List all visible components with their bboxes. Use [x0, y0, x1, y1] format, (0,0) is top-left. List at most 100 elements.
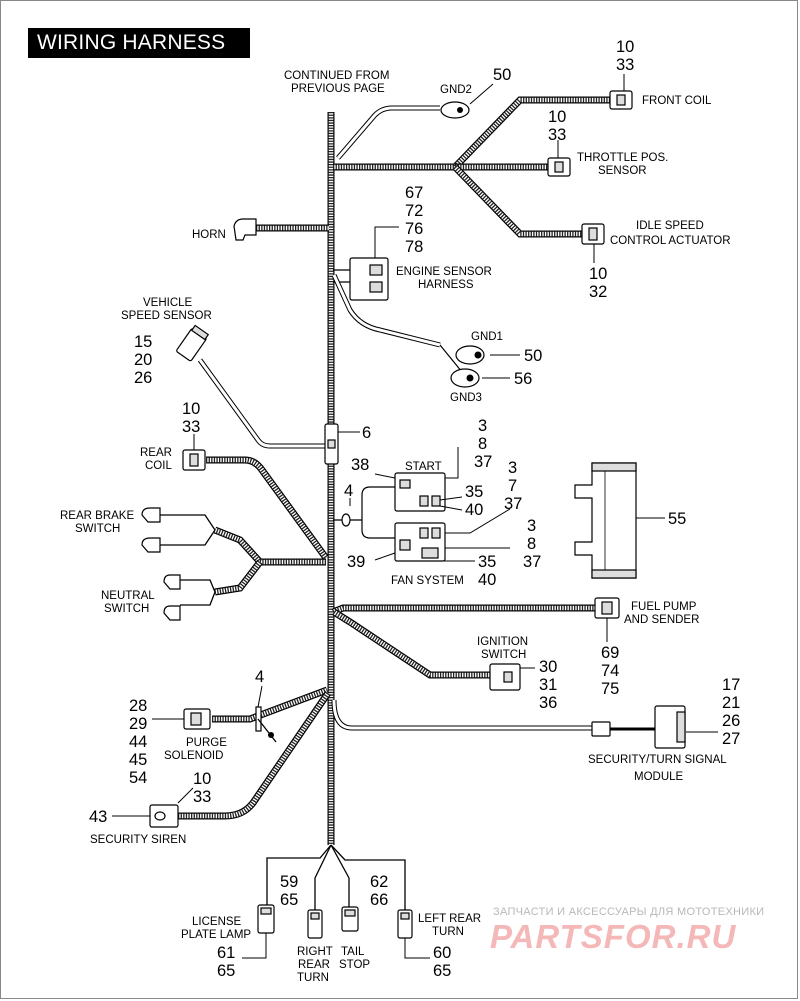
start-ref-3: 37 — [474, 453, 492, 471]
security-module-ref-1: 17 — [722, 676, 740, 694]
rear-coil-label-2: COIL — [145, 460, 172, 472]
license-label-2: PLATE LAMP — [181, 929, 251, 941]
clip-ref: 4 — [344, 482, 353, 500]
rear-brake-label-1: REAR BRAKE — [60, 510, 134, 522]
siren-left-ref: 43 — [89, 808, 107, 826]
idle-ref-2: 32 — [589, 283, 607, 301]
engine-sensor-ref-2: 72 — [405, 202, 423, 220]
security-module-label-1: SECURITY/TURN SIGNAL — [588, 754, 727, 766]
fan-40-ref: 40 — [478, 571, 496, 589]
left-rear-label-2: TURN — [432, 926, 464, 938]
vss-branch — [176, 324, 326, 449]
front-coil-ref-1: 10 — [616, 38, 634, 56]
throttle-label-2: SENSOR — [598, 165, 647, 177]
front-coil-label: FRONT COIL — [642, 95, 712, 107]
start-label: START — [405, 461, 442, 473]
idle-label-1: IDLE SPEED — [636, 220, 704, 232]
watermark-logo: PARTSFOR.RU — [490, 918, 737, 955]
security-module-label-2: MODULE — [634, 771, 684, 783]
ignition-ref-1: 30 — [539, 658, 557, 676]
right-rear-label-1: RIGHT — [297, 946, 333, 958]
security-module-ref-4: 27 — [722, 730, 740, 748]
fuel-pump-label-1: FUEL PUMP — [631, 601, 697, 613]
gnd1-label: GND1 — [471, 331, 503, 343]
gnd1-terminal — [455, 345, 485, 365]
fan-ref-3: 37 — [523, 553, 541, 571]
start-relay-ref: 38 — [351, 456, 369, 474]
neutral-label-1: NEUTRAL — [101, 590, 155, 602]
ignition-label-1: IGNITION — [477, 636, 528, 648]
ignition-label-2: SWITCH — [481, 649, 526, 661]
gnd3-label: GND3 — [450, 392, 482, 404]
clip2-ref: 4 — [255, 668, 264, 686]
neutral-switch-2 — [163, 605, 181, 621]
module-55-ref: 55 — [668, 510, 686, 528]
ignition-branch — [332, 609, 535, 691]
top-branch-harness — [333, 96, 610, 238]
engine-sensor-ref-3: 76 — [405, 220, 423, 238]
relay-mid-ref-2: 7 — [508, 477, 517, 495]
gnd2-ref: 50 — [493, 66, 511, 84]
tail-ref-1: 62 — [370, 873, 388, 891]
rear-coil-branch — [182, 434, 329, 561]
relay-40-ref: 40 — [465, 501, 483, 519]
fan-39-ref: 39 — [347, 553, 365, 571]
fan-35-ref: 35 — [478, 553, 496, 571]
engine-sensor-label-1: ENGINE SENSOR — [396, 266, 492, 278]
right-rear-ref-2: 65 — [280, 891, 298, 909]
idle-ref-1: 10 — [589, 265, 607, 283]
relay-mid-ref-1: 3 — [508, 459, 517, 477]
fan-ref-1: 3 — [527, 517, 536, 535]
license-label-1: LICENSE — [192, 916, 242, 928]
rear-brake-switch-2 — [141, 537, 161, 553]
engine-sensor-ref-1: 67 — [405, 184, 423, 202]
idle-speed-connector — [581, 223, 605, 263]
clip-marker — [341, 513, 351, 527]
continued-label-2: PREVIOUS PAGE — [291, 83, 385, 95]
front-coil-ref-2: 33 — [616, 56, 634, 74]
tail-label-1: TAIL — [341, 946, 365, 958]
fan-system-label: FAN SYSTEM — [391, 575, 464, 587]
rear-coil-ref-2: 33 — [182, 418, 200, 436]
fuel-pump-ref-2: 74 — [601, 662, 619, 680]
fuel-pump-ref-3: 75 — [601, 680, 619, 698]
gnd2-terminal — [440, 83, 494, 119]
license-ref-2: 65 — [217, 962, 235, 980]
ignition-ref-2: 31 — [539, 676, 557, 694]
start-ref-1: 3 — [478, 417, 487, 435]
rear-brake-label-2: SWITCH — [75, 523, 120, 535]
rear-brake-switch-1 — [141, 507, 161, 523]
rear-lighting-branch — [242, 844, 430, 959]
right-rear-label-3: TURN — [297, 972, 329, 984]
throttle-ref-2: 33 — [548, 126, 566, 144]
relay-mid-ref-3: 37 — [504, 495, 522, 513]
splice-ref: 6 — [362, 424, 371, 442]
watermark-caption: ЗАПЧАСТИ И АКСЕССУАРЫ ДЛЯ МОТОТЕХНИКИ — [493, 906, 765, 918]
front-coil-connector — [609, 74, 633, 110]
security-module-ref-2: 21 — [722, 694, 740, 712]
tail-ref-2: 66 — [370, 891, 388, 909]
security-module-ref-3: 26 — [722, 712, 740, 730]
right-rear-label-2: REAR — [298, 959, 330, 971]
switch-branch — [141, 507, 326, 621]
siren-top-ref-2: 33 — [193, 788, 211, 806]
fan-ref-2: 8 — [527, 535, 536, 553]
purge-ref-4: 45 — [129, 751, 147, 769]
siren-top-ref-1: 10 — [193, 770, 211, 788]
relay-block — [333, 447, 511, 562]
module-55 — [574, 462, 665, 579]
rear-coil-label-1: REAR — [140, 447, 172, 459]
right-rear-ref-1: 59 — [280, 873, 298, 891]
engine-sensor-connector — [333, 226, 399, 301]
page-title: WIRING HARNESS — [28, 28, 250, 58]
ground-branch — [331, 273, 520, 388]
fuel-pump-label-2: AND SENDER — [624, 614, 699, 626]
security-module-branch — [331, 699, 718, 749]
neutral-label-2: SWITCH — [104, 603, 149, 615]
license-ref-1: 61 — [217, 944, 235, 962]
vss-ref-3: 26 — [134, 369, 152, 387]
fuel-pump-ref-1: 69 — [601, 644, 619, 662]
ignition-ref-3: 36 — [539, 694, 557, 712]
